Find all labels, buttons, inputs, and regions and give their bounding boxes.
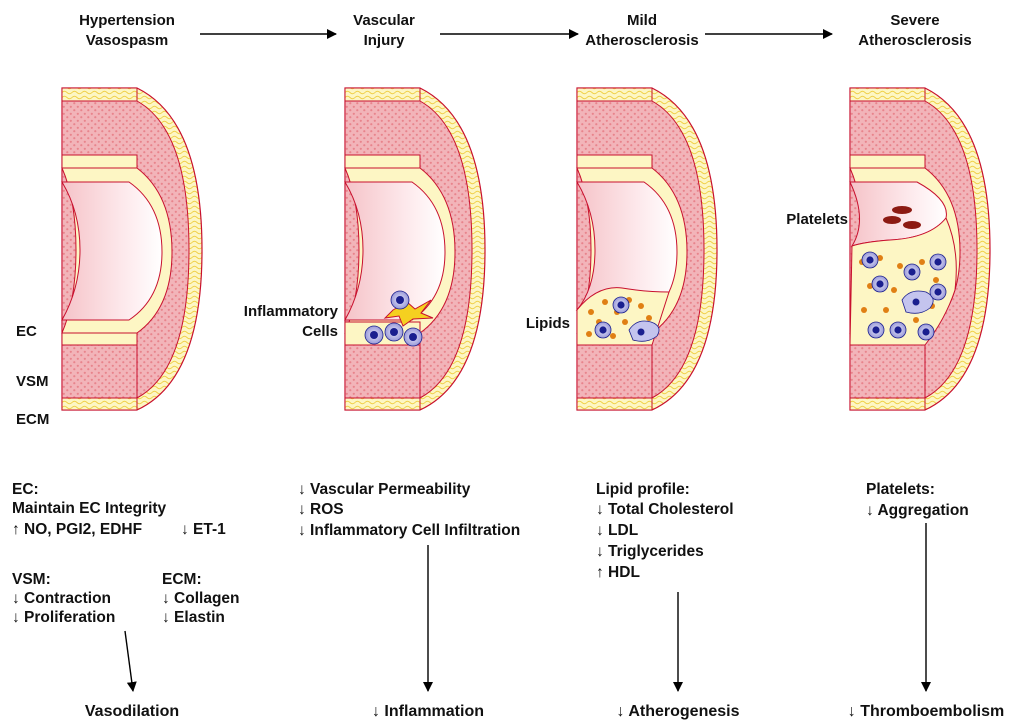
vessel-vascular-injury [345, 88, 485, 410]
vessel-mild-atherosclerosis [577, 88, 717, 410]
inflammatory-cell [930, 284, 946, 300]
inflammatory-cell [613, 297, 629, 313]
effect-col3-line4: ↑ HDL [596, 564, 640, 581]
inflammatory-cell [918, 324, 934, 340]
inflammatory-cell [904, 264, 920, 280]
label-inflammatory-cells-line1: Inflammatory [244, 303, 339, 320]
stage-4-title-line2: Atherosclerosis [858, 32, 971, 49]
stage-title-mild-atherosclerosis: Mild Atherosclerosis [585, 12, 698, 49]
effect-col3-title: Lipid profile: [596, 481, 690, 498]
effect-ec-title: EC: [12, 481, 39, 498]
effect-col3-line2: ↓ LDL [596, 522, 638, 539]
inflammatory-cell [365, 326, 383, 344]
effect-ec-line1: Maintain EC Integrity [12, 500, 167, 517]
effect-ecm-line1: ↓ Collagen [162, 590, 240, 607]
vessel-hypertension [62, 88, 202, 410]
layer-label-vsm: VSM [16, 373, 49, 390]
stage-3-title-line2: Atherosclerosis [585, 32, 698, 49]
effect-col3-line1: ↓ Total Cholesterol [596, 501, 734, 518]
effects-column-3: Lipid profile: ↓ Total Cholesterol ↓ LDL… [596, 481, 734, 581]
effect-col2-line2: ↓ ROS [298, 501, 344, 518]
effect-col2-line1: ↓ Vascular Permeability [298, 481, 471, 498]
outcome-arrow-1 [125, 631, 133, 691]
inflammatory-cell [404, 328, 422, 346]
effect-ecm-line2: ↓ Elastin [162, 609, 225, 626]
stage-title-vascular-injury: Vascular Injury [353, 12, 415, 49]
effect-vsm-line2: ↓ Proliferation [12, 609, 115, 626]
inflammatory-cell [872, 276, 888, 292]
stage-3-title-line1: Mild [627, 12, 657, 29]
stage-1-title-line2: Vasospasm [86, 32, 169, 49]
inflammatory-cell [385, 323, 403, 341]
inflammatory-cell [930, 254, 946, 270]
inflammatory-cell [890, 322, 906, 338]
stage-1-title-line1: Hypertension [79, 12, 175, 29]
stage-2-title-line2: Injury [364, 32, 405, 49]
effects-column-4: Platelets: ↓ Aggregation [866, 481, 969, 519]
label-inflammatory-cells-line2: Cells [302, 323, 338, 340]
stage-4-title-line1: Severe [890, 12, 939, 29]
stage-2-title-line1: Vascular [353, 12, 415, 29]
label-lipids: Lipids [526, 315, 570, 332]
effects-column-1: EC: Maintain EC Integrity ↑ NO, PGI2, ED… [12, 481, 240, 626]
inflammatory-cell [595, 322, 611, 338]
inflammatory-cell [862, 252, 878, 268]
effect-col2-line3: ↓ Inflammatory Cell Infiltration [298, 522, 520, 539]
effect-ecm-title: ECM: [162, 571, 202, 588]
stage-title-severe-atherosclerosis: Severe Atherosclerosis [858, 12, 971, 49]
effect-vsm-title: VSM: [12, 571, 51, 588]
effect-vsm-line1: ↓ Contraction [12, 590, 111, 607]
effect-ec-line2: ↑ NO, PGI2, EDHF [12, 521, 142, 538]
outcome-vasodilation: Vasodilation [85, 703, 179, 720]
outcome-inflammation: ↓ Inflammation [372, 703, 484, 720]
layer-label-ec: EC [16, 323, 37, 340]
stage-title-hypertension: Hypertension Vasospasm [79, 12, 175, 49]
label-platelets: Platelets [786, 211, 848, 228]
effect-ec-line3: ↓ ET-1 [181, 521, 226, 538]
outcome-atherogenesis: ↓ Atherogenesis [617, 703, 740, 720]
effect-col3-line3: ↓ Triglycerides [596, 543, 704, 560]
outcome-thromboembolism: ↓ Thromboembolism [848, 703, 1004, 720]
vessel-severe-atherosclerosis [850, 88, 990, 410]
effect-col4-title: Platelets: [866, 481, 935, 498]
effect-col4-line1: ↓ Aggregation [866, 502, 969, 519]
effects-column-2: ↓ Vascular Permeability ↓ ROS ↓ Inflamma… [298, 481, 520, 539]
inflammatory-cell [391, 291, 409, 309]
inflammatory-cell [868, 322, 884, 338]
layer-label-ecm: ECM [16, 411, 49, 428]
